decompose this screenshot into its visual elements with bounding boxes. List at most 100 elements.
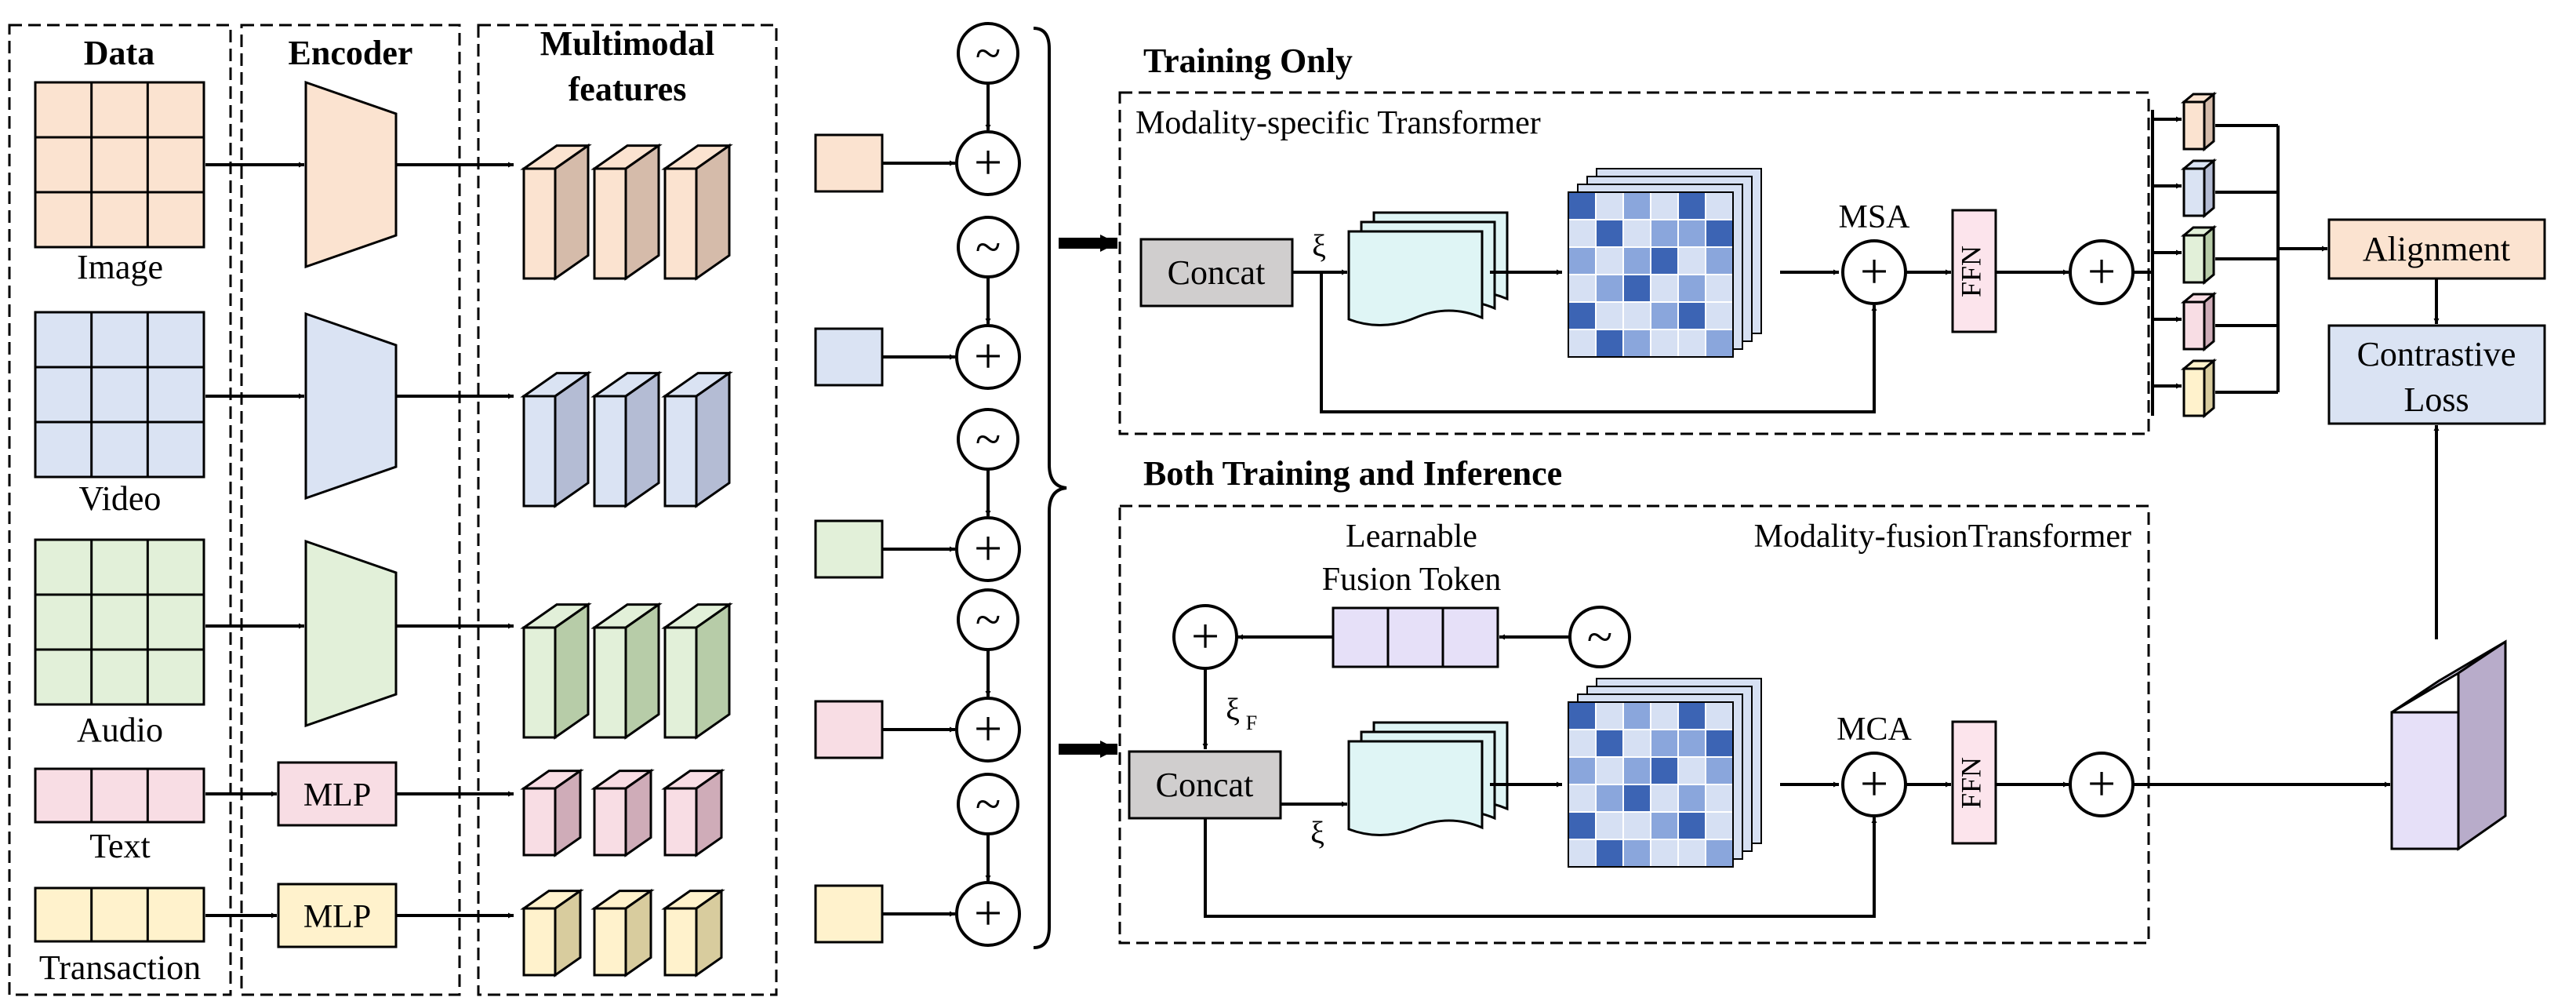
svg-text:+: + bbox=[974, 328, 1002, 384]
transaction-noise-symbol: ~ bbox=[957, 773, 1019, 835]
training-section-title: Training Only bbox=[1143, 42, 1353, 80]
inference-attention-map bbox=[1568, 678, 1762, 868]
text-output-token bbox=[2180, 291, 2218, 352]
svg-text:~: ~ bbox=[976, 27, 1001, 79]
training-ffn-label: FFN bbox=[1955, 246, 1986, 297]
training-residual-adder: + bbox=[1841, 239, 1907, 305]
features-column-header: Multimodal bbox=[540, 24, 714, 63]
audio-feature-slab bbox=[661, 602, 733, 740]
inference-residual-skip bbox=[1204, 817, 1877, 918]
transaction-mlp-encoder bbox=[277, 883, 398, 948]
training-concat-label: Concat bbox=[1168, 253, 1266, 292]
audio-data-grid bbox=[34, 538, 205, 706]
video-noise-symbol: ~ bbox=[957, 216, 1019, 278]
text-feature-slab bbox=[520, 768, 584, 857]
inference-ffn-box bbox=[1951, 720, 1997, 845]
transaction-output-token bbox=[2180, 358, 2218, 419]
video-feature-slab bbox=[520, 370, 592, 508]
contrastive-loss-label-line1: Contrastive bbox=[2357, 335, 2516, 373]
contrastive-loss-label-line2: Loss bbox=[2403, 380, 2469, 419]
image-label: Image bbox=[77, 248, 163, 286]
features-column-header-line2: features bbox=[569, 70, 687, 108]
text-token bbox=[814, 700, 884, 759]
transaction-feature-slab bbox=[520, 888, 584, 977]
alignment-box bbox=[2327, 218, 2546, 280]
training-xi-label: ξ bbox=[1312, 228, 1326, 264]
transaction-data-grid bbox=[34, 886, 205, 943]
svg-text:+: + bbox=[974, 885, 1002, 941]
svg-text:+: + bbox=[1191, 608, 1219, 664]
data-column-frame bbox=[8, 24, 232, 996]
text-label: Text bbox=[89, 827, 151, 865]
inference-block-title: Modality-fusionTransformer bbox=[1754, 519, 2131, 555]
training-block-frame bbox=[1118, 91, 2150, 435]
learnable-fusion-token bbox=[1332, 606, 1499, 668]
grouping-brace bbox=[1033, 27, 1067, 949]
inference-concat-box bbox=[1128, 750, 1282, 820]
video-feature-slab bbox=[590, 370, 663, 508]
inference-residual-adder: + bbox=[1841, 752, 1907, 817]
video-data-grid bbox=[34, 311, 205, 479]
audio-output-token bbox=[2180, 224, 2218, 286]
inference-concat-label: Concat bbox=[1156, 766, 1254, 804]
training-ffn-box bbox=[1951, 209, 1997, 333]
video-feature-slab bbox=[661, 370, 733, 508]
msa-label: MSA bbox=[1838, 199, 1910, 235]
svg-text:+: + bbox=[1860, 243, 1888, 299]
audio-token bbox=[814, 519, 884, 579]
svg-text:+: + bbox=[2087, 755, 2116, 811]
encoder-column-frame bbox=[240, 24, 461, 996]
audio-noise-symbol: ~ bbox=[957, 408, 1019, 471]
svg-text:F: F bbox=[1246, 712, 1257, 734]
transaction-mlp-label: MLP bbox=[303, 899, 371, 935]
encoder-column-header: Encoder bbox=[289, 34, 413, 72]
audio-feature-slab bbox=[590, 602, 663, 740]
fusion-token-label-line1: Learnable bbox=[1346, 519, 1477, 555]
image-token bbox=[814, 133, 884, 193]
training-block-title: Modality-specific Transformer bbox=[1135, 105, 1541, 141]
svg-text:~: ~ bbox=[976, 778, 1001, 830]
text-feature-slab bbox=[661, 768, 725, 857]
image-noise-symbol: ~ bbox=[957, 22, 1019, 85]
inference-token-sequence bbox=[1347, 721, 1509, 836]
svg-text:+: + bbox=[1860, 755, 1888, 811]
fused-representation-block bbox=[2390, 639, 2507, 851]
svg-text:+: + bbox=[974, 701, 1002, 756]
training-residual-skip bbox=[1320, 272, 1877, 413]
audio-feature-slab bbox=[520, 602, 592, 740]
video-label: Video bbox=[79, 479, 162, 518]
video-token bbox=[814, 327, 884, 387]
svg-text:+: + bbox=[974, 134, 1002, 190]
image-feature-slab bbox=[661, 143, 733, 281]
transaction-positional-adder: + bbox=[955, 881, 1021, 947]
text-mlp-label: MLP bbox=[303, 777, 371, 814]
transaction-feature-slab bbox=[661, 888, 725, 977]
image-feature-slab bbox=[590, 143, 663, 281]
alignment-label: Alignment bbox=[2363, 230, 2510, 268]
transaction-token bbox=[814, 884, 884, 944]
transaction-feature-slab bbox=[590, 888, 655, 977]
svg-text:ξ: ξ bbox=[1226, 692, 1240, 727]
audio-label: Audio bbox=[77, 711, 163, 749]
features-column-frame bbox=[477, 24, 778, 996]
image-feature-slab bbox=[520, 143, 592, 281]
svg-text:~: ~ bbox=[1587, 611, 1612, 663]
inference-ffn-label: FFN bbox=[1955, 757, 1986, 809]
audio-positional-adder: + bbox=[955, 516, 1021, 582]
inference-output-adder: + bbox=[2069, 752, 2135, 817]
video-positional-adder: + bbox=[955, 324, 1021, 390]
inference-section-title: Both Training and Inference bbox=[1143, 454, 1562, 493]
svg-text:~: ~ bbox=[976, 221, 1001, 273]
mca-label: MCA bbox=[1837, 712, 1912, 748]
fusion-token-label-line2: Fusion Token bbox=[1322, 562, 1501, 598]
training-token-sequence bbox=[1347, 211, 1509, 326]
fusion-token-adder: + bbox=[1172, 604, 1238, 670]
data-column-header: Data bbox=[84, 34, 154, 72]
svg-text:+: + bbox=[974, 520, 1002, 576]
contrastive-loss-box bbox=[2327, 324, 2546, 425]
image-output-token bbox=[2180, 91, 2218, 152]
training-output-adder: + bbox=[2069, 239, 2135, 305]
text-data-grid bbox=[34, 767, 205, 824]
text-positional-adder: + bbox=[955, 697, 1021, 763]
